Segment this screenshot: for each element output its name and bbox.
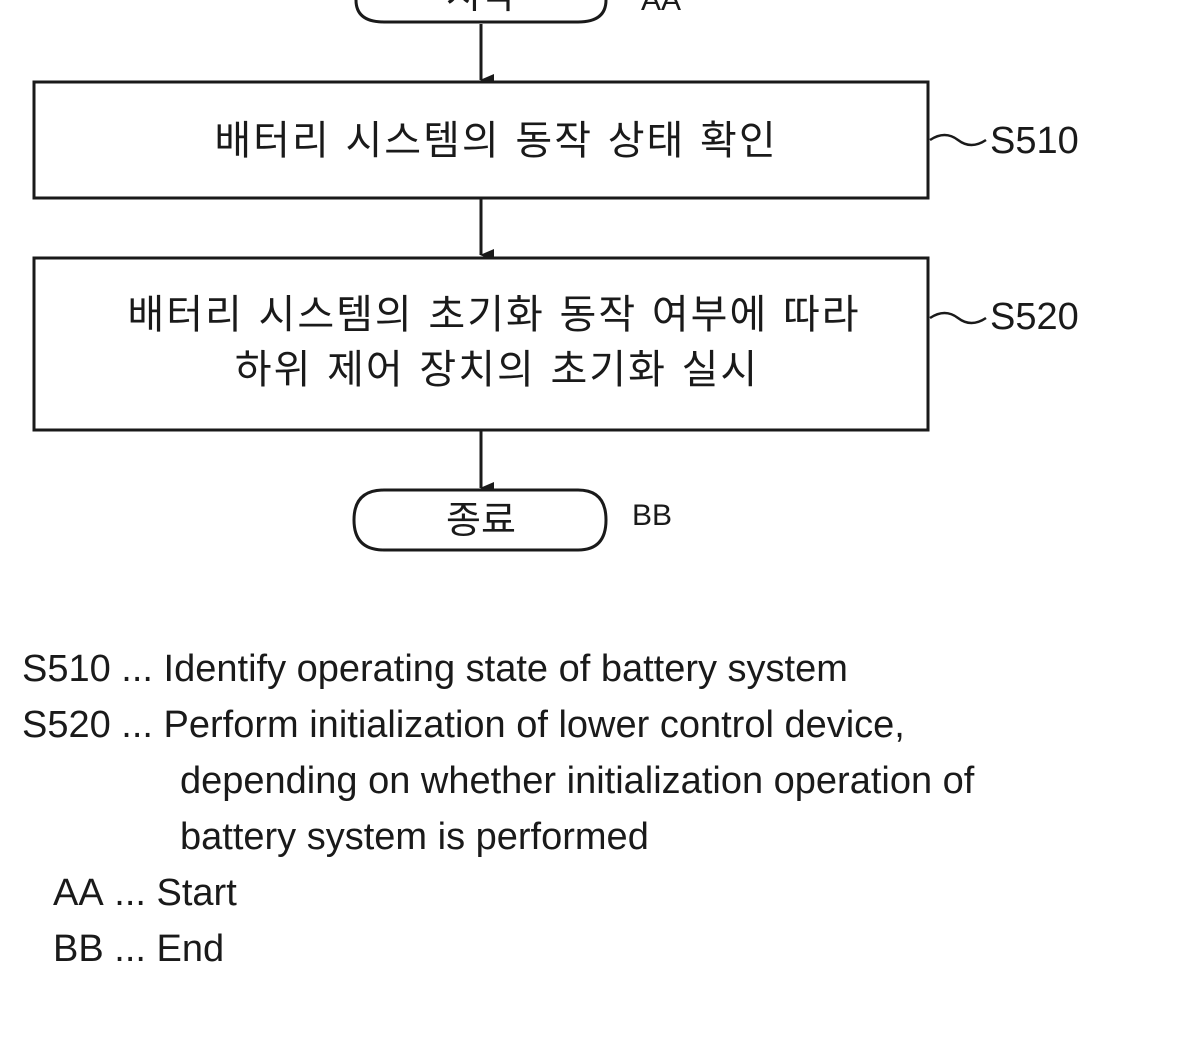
legend-code: S510 — [22, 641, 111, 697]
legend-code: S520 — [22, 697, 111, 753]
start-label: 시작 — [446, 0, 516, 17]
legend-entry-s520: S520 ... Perform initialization of lower… — [22, 697, 1172, 753]
legend-separator: ... — [111, 648, 164, 690]
legend-entry-bb: BB ... End — [22, 921, 1172, 977]
start-code-label: AA — [641, 0, 681, 17]
step-ref-s520: S520 — [990, 296, 1079, 338]
step-s510-text: 배터리 시스템의 동작 상태 확인 — [214, 118, 777, 164]
legend-separator: ... — [104, 872, 157, 914]
step-s520-text-line2: 하위 제어 장치의 초기화 실시 — [235, 347, 759, 393]
legend-separator: ... — [111, 704, 164, 746]
legend-code: AA — [53, 865, 104, 921]
legend-description-continued: depending on whether initialization oper… — [22, 753, 1172, 809]
step-s520-text-line1: 배터리 시스템의 초기화 동작 여부에 따라 — [127, 292, 860, 338]
end-terminal: 종료 — [354, 490, 606, 550]
legend-description-continued: battery system is performed — [22, 809, 1172, 865]
start-terminal: 시작 — [356, 0, 606, 22]
step-box-s510: 배터리 시스템의 동작 상태 확인 — [34, 82, 928, 198]
leader-s520 — [930, 313, 986, 323]
leader-s510 — [930, 135, 986, 145]
legend-entry-s510: S510 ... Identify operating state of bat… — [22, 641, 1172, 697]
step-ref-s510: S510 — [990, 120, 1079, 162]
legend-code: BB — [53, 921, 104, 977]
legend-description: Identify operating state of battery syst… — [164, 648, 848, 690]
legend-description: End — [157, 928, 225, 970]
legend: S510 ... Identify operating state of bat… — [22, 641, 1172, 977]
legend-description: Perform initialization of lower control … — [164, 704, 905, 746]
end-label: 종료 — [446, 498, 516, 542]
flowchart: 시작 AA 배터리 시스템의 동작 상태 확인 S510 배터리 시스템의 초기… — [0, 0, 1201, 600]
legend-entry-aa: AA ... Start — [22, 865, 1172, 921]
legend-description: Start — [157, 872, 237, 914]
legend-separator: ... — [104, 928, 157, 970]
step-box-s520: 배터리 시스템의 초기화 동작 여부에 따라 하위 제어 장치의 초기화 실시 — [34, 258, 928, 430]
end-code-label: BB — [632, 499, 672, 532]
